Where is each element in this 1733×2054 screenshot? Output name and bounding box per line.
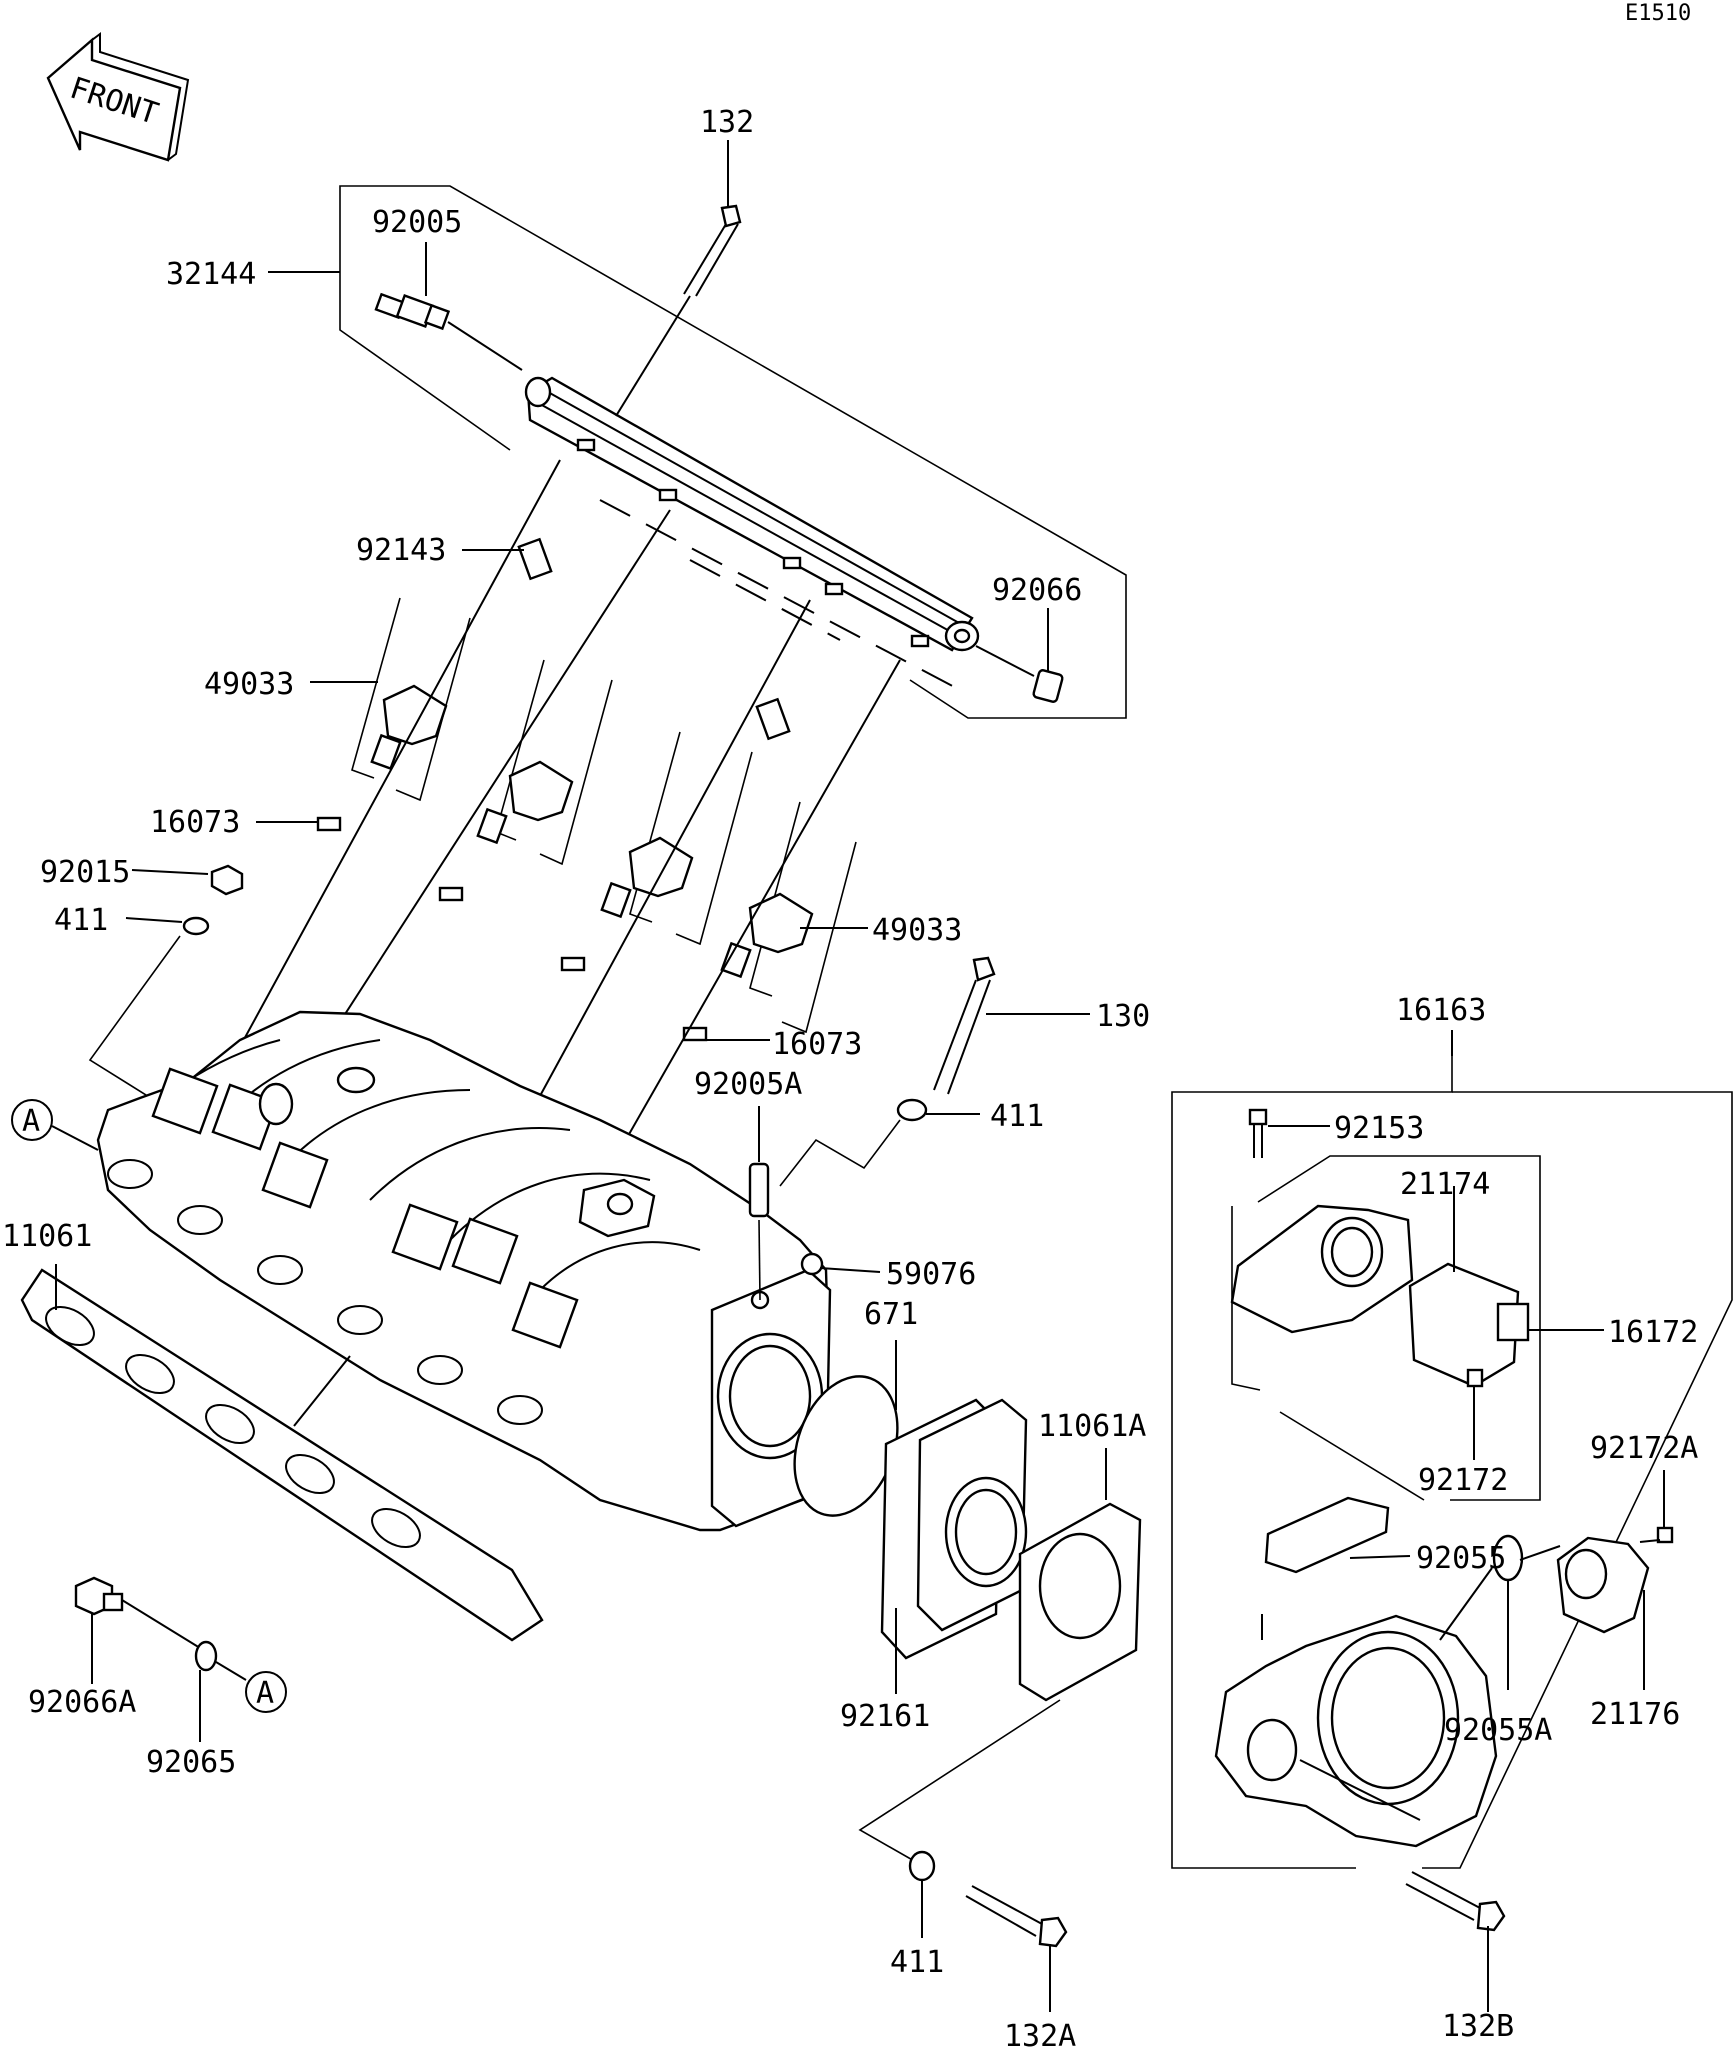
label-92005: 92005 [372,205,462,240]
bolt-132B [1405,1871,1506,2012]
ref-mark-a-top: A [11,1099,99,1151]
washer-411-c [908,1850,936,1938]
fitting-92005 [374,292,523,371]
label-16073-b: 16073 [772,1027,862,1062]
bolt-132A [965,1885,1068,2012]
gasket-92055 [1264,1496,1411,1574]
sensor-21176 [1519,1536,1650,1690]
gasket-11061 [20,1264,544,1642]
label-132: 132 [700,105,754,140]
label-92015: 92015 [40,855,130,890]
label-92065: 92065 [146,1745,236,1780]
washer-411-a [88,916,210,1111]
sensor-21174 [1230,1186,1604,1388]
injector-3 [600,731,753,946]
label-11061A: 11061A [1038,1409,1146,1444]
label-411-c: 411 [890,1945,944,1980]
o-ring-92055A [1439,1534,1524,1690]
label-671: 671 [864,1297,918,1332]
label-411-b: 411 [990,1099,1044,1134]
label-130: 130 [1096,999,1150,1034]
label-11061: 11061 [2,1219,92,1254]
diagram-id: E1510 [1625,1,1691,26]
label-92055: 92055 [1416,1541,1506,1576]
fuel-rail [524,376,980,652]
part-labels: 132 32144 92005 92143 92066 49033 16073 … [2,105,1698,2054]
label-92055A: 92055A [1444,1713,1552,1748]
intake-manifold [96,1010,832,1532]
label-92143: 92143 [356,533,446,568]
screw-92172A [1639,1470,1674,1544]
screw-92172 [1466,1368,1484,1460]
washer-411-b [779,1098,980,1187]
label-92066A: 92066A [28,1685,136,1720]
label-92066: 92066 [992,573,1082,608]
gasket-11061A [1018,1448,1142,1702]
front-arrow-icon: FRONT [46,32,190,162]
nut-92066 [975,645,1064,703]
injector-group [235,459,901,1221]
label-32144: 32144 [166,257,256,292]
injector-2 [476,659,613,866]
pin-92005A [748,1106,770,1301]
label-92161: 92161 [840,1699,930,1734]
label-21174: 21174 [1400,1167,1490,1202]
ref-mark-a-bottom: A [245,1671,287,1713]
label-92172: 92172 [1418,1463,1508,1498]
label-411-a: 411 [54,903,108,938]
label-49033-b: 49033 [872,913,962,948]
throttle-body-group [1171,1056,1733,2012]
bolt-130 [933,956,1090,1095]
label-92153: 92153 [1334,1111,1424,1146]
leader-59076 [819,1267,881,1273]
ref-mark-a-bottom-label: A [256,1676,274,1711]
bolt-132 [615,204,742,417]
label-16073-a: 16073 [150,805,240,840]
throttle-body [1214,1614,1498,1848]
label-92005A: 92005A [694,1067,802,1102]
injector-1 [351,597,471,802]
label-132A: 132A [1004,2019,1076,2054]
label-132B: 132B [1442,2009,1514,2044]
label-16172: 16172 [1608,1315,1698,1350]
label-21176: 21176 [1590,1697,1680,1732]
screw-92153 [1248,1108,1330,1158]
injector-4 [720,801,857,1034]
plug-92066A [74,1576,201,1684]
fuel-rail-group [339,185,1127,719]
washer-92065 [194,1640,247,1742]
adapter-92161 [880,1398,1028,1694]
label-92172A: 92172A [1590,1431,1698,1466]
nut-92015 [131,864,244,896]
ref-mark-a-top-label: A [22,1104,40,1139]
label-59076: 59076 [886,1257,976,1292]
label-49033-a: 49033 [204,667,294,702]
label-16163: 16163 [1396,993,1486,1028]
